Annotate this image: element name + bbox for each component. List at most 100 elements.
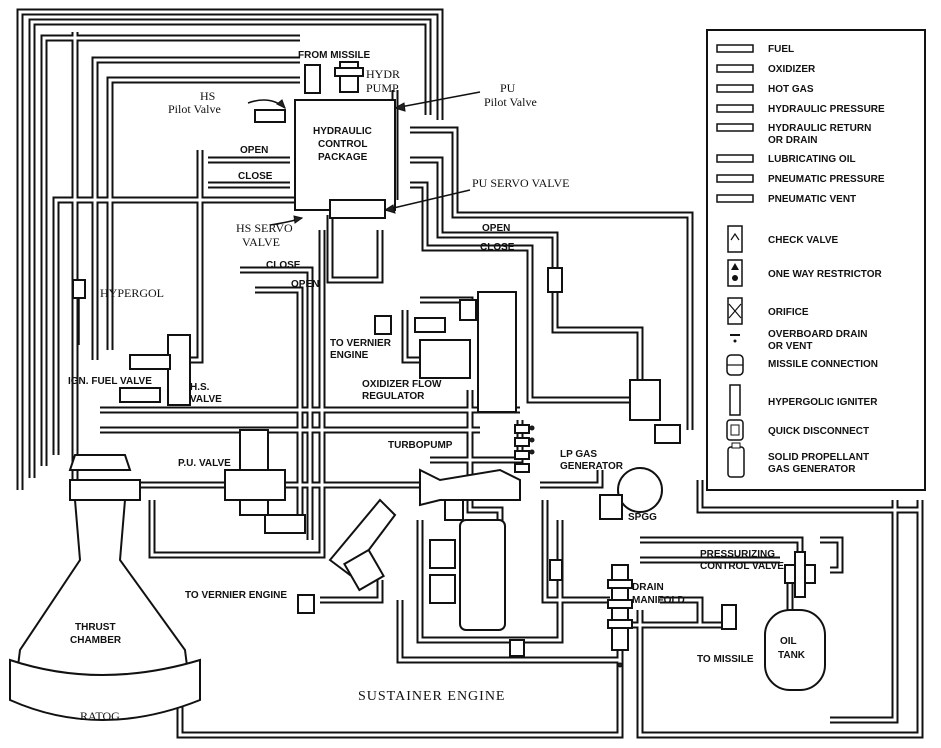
check-valve-open-close	[547, 267, 563, 581]
pressurizing-control-valve	[784, 551, 816, 598]
thrust-chamber	[13, 499, 192, 691]
lp-gas-generator	[617, 379, 681, 513]
label-to-vernier-engine: TO VERNIER ENGINE	[185, 590, 287, 601]
hydraulic-control-package	[294, 99, 396, 219]
label-ratog: RATOG	[80, 709, 120, 723]
ratog-ring	[9, 658, 201, 721]
legend-item-hydraulic-return: HYDRAULIC RETURN OR DRAIN	[716, 123, 871, 146]
svg-text:ORIFICE: ORIFICE	[768, 307, 809, 318]
svg-text:HYDRAULIC RETURN: HYDRAULIC RETURN	[768, 123, 871, 134]
oxidizer-flow-regulator	[414, 299, 477, 379]
label-chamber: CHAMBER	[70, 635, 122, 646]
label-oil: OIL	[780, 636, 797, 647]
label-pu-pilot: PU	[500, 81, 516, 95]
turbopump	[328, 291, 521, 592]
diagram-title: SUSTAINER ENGINE	[358, 689, 505, 704]
leader-arrows	[247, 91, 481, 226]
label-hs-servo-2: VALVE	[242, 235, 280, 249]
legend: FUEL OXIDIZER HOT GAS HYDRAULIC PRESSURE…	[706, 29, 926, 491]
legend-item-missile-connection: MISSILE CONNECTION	[726, 354, 878, 376]
svg-text:OXIDIZER: OXIDIZER	[768, 64, 816, 75]
svg-text:LUBRICATING OIL: LUBRICATING OIL	[768, 154, 856, 165]
legend-item-quick-disconnect: QUICK DISCONNECT	[726, 419, 869, 441]
legend-item-solid-propellant: SOLID PROPELLANT GAS GENERATOR	[727, 442, 869, 478]
label-hs-valve: H.S.	[190, 382, 210, 393]
missile-connection-top	[304, 64, 321, 94]
label-drain-manifold-2: MANIFOLD	[632, 595, 685, 606]
missile-connection-bottom	[509, 604, 737, 657]
hypergol-igniter	[72, 279, 86, 345]
label-pressurizing-2: CONTROL VALVE	[700, 561, 784, 572]
legend-item-overboard-drain: OVERBOARD DRAIN OR VENT	[730, 329, 867, 352]
label-open-2: OPEN	[482, 223, 510, 234]
drain-points	[529, 425, 623, 668]
legend-item-pneumatic-pressure: PNEUMATIC PRESSURE	[716, 174, 885, 185]
label-close-3: CLOSE	[266, 260, 301, 271]
label-hydr-pump: HYDR	[366, 67, 400, 81]
label-lp-gas: LP GAS	[560, 449, 597, 460]
svg-text:FUEL: FUEL	[768, 44, 794, 55]
label-hypergol: HYPERGOL	[100, 286, 164, 300]
legend-item-oxidizer: OXIDIZER	[716, 64, 816, 75]
legend-item-hot-gas: HOT GAS	[716, 84, 814, 95]
label-turbopump: TURBOPUMP	[388, 440, 453, 451]
label-hydr-pump-2: PUMP	[366, 81, 399, 95]
svg-text:OR DRAIN: OR DRAIN	[768, 135, 817, 146]
drain-manifold	[607, 564, 633, 651]
hydraulic-pump	[334, 61, 364, 93]
legend-item-orifice: ORIFICE	[727, 297, 809, 325]
legend-item-hypergolic-igniter: HYPERGOLIC IGNITER	[729, 384, 878, 416]
lube-oil-unit	[429, 499, 506, 631]
label-to-vernier-2: ENGINE	[330, 350, 369, 361]
svg-text:GAS GENERATOR: GAS GENERATOR	[768, 464, 856, 475]
nozzle-manifold	[68, 454, 141, 501]
label-ign-fuel-valve: IGN. FUEL VALVE	[68, 376, 152, 387]
label-spgg: SPGG	[628, 512, 657, 523]
label-hs-servo: HS SERVO	[236, 221, 293, 235]
label-pu-valve: P.U. VALVE	[178, 458, 231, 469]
legend-item-fuel: FUEL	[716, 44, 794, 55]
svg-text:PNEUMATIC PRESSURE: PNEUMATIC PRESSURE	[768, 174, 885, 185]
svg-text:HYPERGOLIC IGNITER: HYPERGOLIC IGNITER	[768, 397, 878, 408]
legend-item-hydraulic-pressure: HYDRAULIC PRESSURE	[716, 104, 885, 115]
oil-tank	[764, 609, 826, 691]
vernier-connection	[297, 315, 392, 614]
pump-outlets	[514, 424, 530, 473]
label-close-1: CLOSE	[238, 171, 273, 182]
label-pressurizing: PRESSURIZING	[700, 549, 775, 560]
label-hs-pilot-2: Pilot Valve	[168, 102, 221, 116]
label-pu-servo: PU SERVO VALVE	[472, 176, 570, 190]
label-open-3: OPEN	[291, 279, 319, 290]
label-hcp-1: HYDRAULIC	[313, 126, 372, 137]
svg-text:HYDRAULIC PRESSURE: HYDRAULIC PRESSURE	[768, 104, 885, 115]
label-hs-valve-2: VALVE	[190, 394, 222, 405]
label-thrust: THRUST	[75, 622, 116, 633]
label-close-2: CLOSE	[480, 242, 515, 253]
svg-text:CHECK VALVE: CHECK VALVE	[768, 235, 839, 246]
svg-text:QUICK DISCONNECT: QUICK DISCONNECT	[768, 426, 869, 437]
spgg-unit	[599, 494, 623, 520]
svg-text:HOT GAS: HOT GAS	[768, 84, 814, 95]
label-drain-manifold: DRAIN	[632, 582, 664, 593]
label-to-vernier: TO VERNIER	[330, 338, 392, 349]
label-hcp-3: PACKAGE	[318, 152, 368, 163]
svg-text:ONE WAY RESTRICTOR: ONE WAY RESTRICTOR	[768, 269, 883, 280]
hs-pilot-valve	[254, 109, 286, 123]
pu-valve	[224, 429, 306, 534]
label-lp-gas-2: GENERATOR	[560, 461, 624, 472]
label-oxidizer-flow: OXIDIZER FLOW	[362, 379, 442, 390]
label-to-missile: TO MISSILE	[697, 654, 754, 665]
label-hs-pilot: HS	[200, 89, 215, 103]
svg-text:SOLID PROPELLANT: SOLID PROPELLANT	[768, 452, 869, 463]
svg-text:OR VENT: OR VENT	[768, 341, 812, 352]
diagram-labels: FROM MISSILE HYDR PUMP HS Pilot Valve PU…	[68, 50, 806, 723]
label-pu-pilot-2: Pilot Valve	[484, 95, 537, 109]
legend-item-lubricating-oil: LUBRICATING OIL	[716, 154, 856, 165]
legend-item-check-valve: CHECK VALVE	[727, 225, 839, 253]
svg-text:OVERBOARD DRAIN: OVERBOARD DRAIN	[768, 329, 867, 340]
svg-text:PNEUMATIC VENT: PNEUMATIC VENT	[768, 194, 856, 205]
legend-item-pneumatic-vent: PNEUMATIC VENT	[716, 194, 856, 205]
label-open-1: OPEN	[240, 145, 268, 156]
label-oxidizer-flow-2: REGULATOR	[362, 391, 425, 402]
